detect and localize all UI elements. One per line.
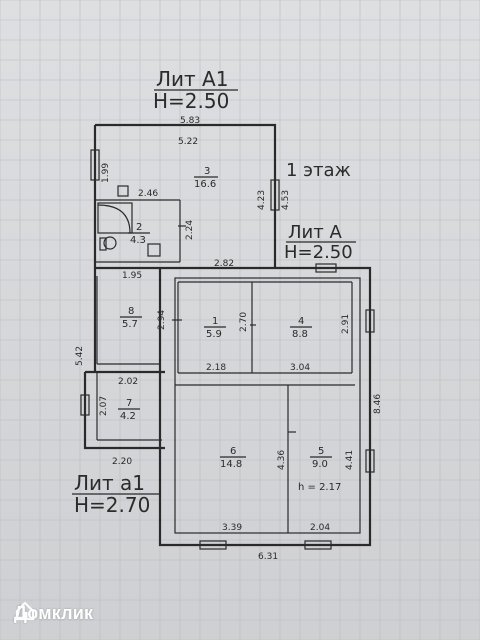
room-8-label: 8 5.7 (120, 306, 142, 330)
dim-room7-height: 2.07 (99, 396, 109, 416)
door-marks (172, 225, 296, 433)
svg-text:1: 1 (212, 316, 218, 327)
dim-top-outer: 5.83 (180, 116, 200, 126)
room-1-label: 1 5.9 (204, 316, 226, 340)
stove-icon (117, 185, 129, 197)
svg-text:8: 8 (128, 306, 134, 317)
block-a1-lower-height: H=2.70 (74, 493, 150, 517)
dim-right-total: 8.46 (373, 394, 383, 414)
svg-text:6: 6 (230, 446, 236, 457)
svg-text:14.8: 14.8 (220, 459, 242, 470)
dim-room7-width: 2.02 (118, 377, 138, 387)
room-5-label: 5 9.0 (310, 446, 332, 470)
dim-room1-height: 2.70 (239, 312, 249, 332)
svg-text:8.8: 8.8 (292, 329, 308, 340)
room-7-label: 7 4.2 (118, 398, 140, 422)
dim-room4-height: 2.91 (341, 314, 351, 334)
svg-text:9.0: 9.0 (312, 459, 328, 470)
dim-top-inner: 5.22 (178, 137, 198, 147)
svg-text:3: 3 (204, 166, 210, 177)
room-6-label: 6 14.8 (220, 446, 246, 470)
block-a1-title: Лит А1 (156, 67, 228, 91)
room-5-ceiling-note: h = 2.17 (298, 482, 341, 493)
dim-room5-height: 4.41 (345, 450, 355, 470)
svg-text:2: 2 (136, 222, 142, 233)
dim-a-top: 2.82 (214, 259, 234, 269)
block-a1-lower-title: Лит а1 (74, 471, 145, 495)
domclick-watermark: Домклик (14, 600, 93, 626)
dim-room5-bottom: 2.04 (310, 523, 330, 533)
svg-text:5: 5 (318, 446, 324, 457)
block-a-title: Лит А (288, 222, 342, 243)
dim-room3-right-in: 4.23 (257, 190, 267, 210)
svg-text:7: 7 (126, 398, 132, 409)
sink-icon (147, 243, 161, 257)
room-2-label: 2 4.3 (128, 222, 150, 246)
dim-room2-height: 2.24 (185, 220, 195, 240)
svg-text:16.6: 16.6 (194, 179, 216, 190)
svg-text:5.7: 5.7 (122, 319, 138, 330)
dim-room8-width: 1.95 (122, 271, 142, 281)
svg-text:4: 4 (298, 316, 304, 327)
dimension-labels: 5.83 5.22 1.99 4.23 4.53 2.46 2.24 1.95 … (75, 116, 383, 562)
dim-room3-right-out: 4.53 (281, 190, 291, 210)
block-a1-height: H=2.50 (153, 89, 229, 113)
dim-room3-left: 1.99 (101, 163, 111, 183)
floor-label: 1 этаж (286, 160, 351, 181)
dim-room7-bottom: 2.20 (112, 457, 132, 467)
dim-room6-bottom: 3.39 (222, 523, 242, 533)
room-3-label: 3 16.6 (194, 166, 218, 190)
bathtub-icon (97, 202, 133, 234)
dim-room6-height: 4.36 (277, 450, 287, 470)
svg-text:5.9: 5.9 (206, 329, 222, 340)
svg-text:4.2: 4.2 (120, 411, 136, 422)
dim-room8-height: 2.94 (157, 310, 167, 330)
dim-left-total: 5.42 (75, 346, 85, 366)
room-4-label: 4 8.8 (290, 316, 312, 340)
block-a-height: H=2.50 (284, 242, 353, 263)
wall-block-a-inner (174, 277, 361, 534)
house-logo-icon (15, 601, 35, 621)
dim-room4-bottom: 3.04 (290, 363, 310, 373)
dim-room1-bottom: 2.18 (206, 363, 226, 373)
svg-text:4.3: 4.3 (130, 235, 146, 246)
wall-left-section (83, 268, 165, 450)
dim-room2-width: 2.46 (138, 189, 158, 199)
dim-bottom-total: 6.31 (258, 552, 278, 562)
wall-block-a (158, 266, 372, 547)
windows (80, 149, 375, 550)
toilet-icon (99, 236, 117, 251)
